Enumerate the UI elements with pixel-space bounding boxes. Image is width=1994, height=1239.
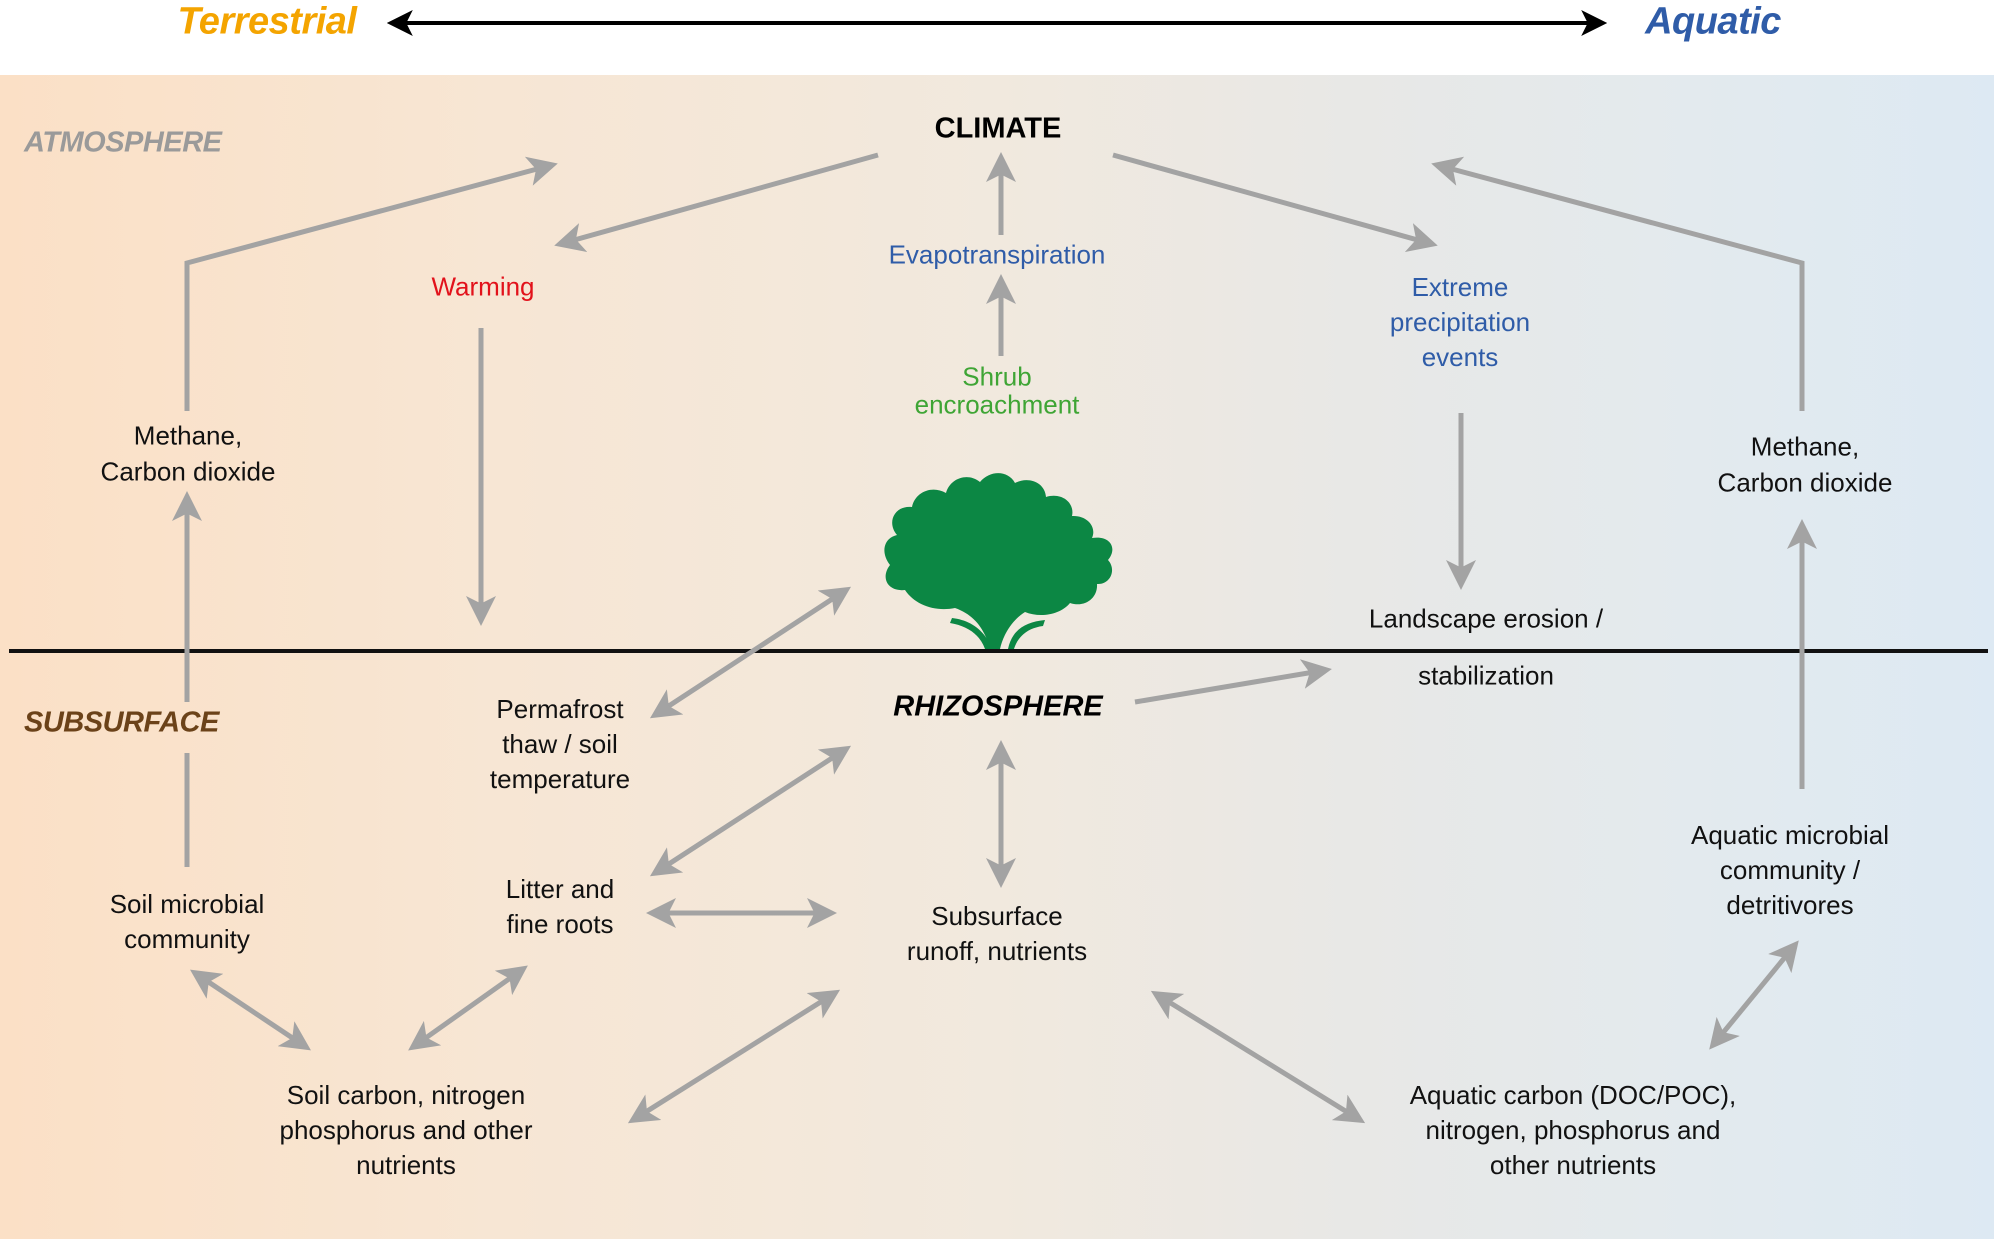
soil-microbial-line-1: Soil microbial (109, 889, 265, 920)
warming-label: Warming (431, 271, 535, 302)
shrub-encroachment-label: Shrub encroachment (915, 363, 1080, 418)
terrestrial-label: Terrestrial (178, 0, 357, 46)
landscape-erosion-label-line-1: Landscape erosion / (1368, 603, 1604, 634)
arrow-soil-microbial-soil-carbon (190, 969, 311, 1051)
soil-microbial-line-2: community (124, 924, 250, 954)
methane-right-line-2: Carbon dioxide (1717, 468, 1893, 498)
aquatic-label-text: Aquatic (1645, 0, 1781, 43)
permafrost-line-3: temperature (489, 763, 631, 794)
arrow-climate-to-warming (554, 152, 879, 252)
soil-carbon-line-2: phosphorus and other (279, 1114, 533, 1145)
extreme-precipitation-line-1: Extreme (1411, 271, 1509, 302)
methane-right-line-1: Methane, (1750, 431, 1860, 462)
terrestrial-label-text: Terrestrial (177, 0, 357, 43)
arrow-methane-right-to-climate (1431, 156, 1805, 411)
landscape-erosion-label-line-2: stabilization (1418, 660, 1554, 691)
arrow-aquatic-carbon-aquatic-microbial (1709, 940, 1799, 1050)
aquatic-microbial-line-2: community / (1719, 854, 1861, 885)
permafrost-node: Permafrost thaw / soil temperature (490, 692, 630, 796)
arrow-climate-to-extreme-precipitation (1112, 152, 1438, 252)
litter-line-2: fine roots (506, 909, 614, 939)
subsurface-zone-label: SUBSURFACE (24, 706, 219, 739)
climate-hub-label: CLIMATE (934, 112, 1062, 145)
soil-carbon-nutrients-node: Soil carbon, nitrogen phosphorus and oth… (280, 1078, 533, 1182)
methane-co2-aquatic-node: Methane, Carbon dioxide (1718, 429, 1893, 502)
shrub-encroachment-line-1: Shrub (962, 361, 1032, 392)
gradient-background (0, 75, 1994, 1239)
arrow-soil-carbon-litter (408, 965, 528, 1051)
extreme-precipitation-line-3: events (1421, 341, 1499, 372)
arrow-subsurface-runoff-aquatic-carbon (1150, 990, 1366, 1124)
extreme-precipitation-label: Extreme precipitation events (1390, 270, 1530, 374)
arrow-methane-left-to-climate (184, 156, 558, 411)
shrub-icon (884, 473, 1113, 649)
methane-co2-terrestrial-node: Methane, Carbon dioxide (101, 418, 276, 491)
aquatic-microbial-community-node: Aquatic microbial community / detritivor… (1691, 818, 1889, 922)
litter-fine-roots-node: Litter and fine roots (506, 872, 614, 942)
atmosphere-zone-label: ATMOSPHERE (24, 126, 222, 159)
aquatic-carbon-nutrients-node: Aquatic carbon (DOC/POC), nitrogen, phos… (1410, 1078, 1737, 1182)
arrow-rhizosphere-to-landscape (1134, 659, 1332, 705)
aquatic-carbon-line-3: other nutrients (1489, 1149, 1657, 1180)
extreme-precipitation-line-2: precipitation (1389, 306, 1531, 337)
arrow-soil-carbon-subsurface-runoff (627, 989, 841, 1124)
methane-left-line-2: Carbon dioxide (100, 457, 276, 487)
soil-carbon-line-1: Soil carbon, nitrogen (286, 1079, 526, 1110)
aquatic-microbial-line-1: Aquatic microbial (1691, 819, 1889, 850)
subsurface-runoff-node: Subsurface runoff, nutrients (907, 899, 1087, 969)
subsurface-runoff-line-2: runoff, nutrients (906, 936, 1088, 966)
evapotranspiration-label: Evapotranspiration (888, 239, 1106, 270)
aquatic-microbial-line-3: detritivores (1726, 889, 1854, 920)
rhizosphere-hub-label: RHIZOSPHERE (893, 690, 1103, 723)
soil-microbial-community-node: Soil microbial community (110, 887, 265, 957)
arrow-shrub-permafrost (649, 586, 852, 719)
permafrost-line-1: Permafrost (496, 693, 624, 724)
arrow-rhizosphere-litter (649, 745, 852, 877)
soil-carbon-line-3: nutrients (356, 1149, 456, 1180)
aquatic-carbon-line-2: nitrogen, phosphorus and (1425, 1114, 1721, 1145)
aquatic-label: Aquatic (1645, 0, 1781, 46)
litter-line-1: Litter and (505, 874, 615, 905)
subsurface-runoff-line-1: Subsurface (931, 901, 1063, 932)
permafrost-line-2: thaw / soil (502, 728, 618, 759)
methane-left-line-1: Methane, (133, 420, 243, 451)
shrub-encroachment-line-2: encroachment (914, 389, 1080, 419)
aquatic-carbon-line-1: Aquatic carbon (DOC/POC), (1409, 1079, 1737, 1110)
